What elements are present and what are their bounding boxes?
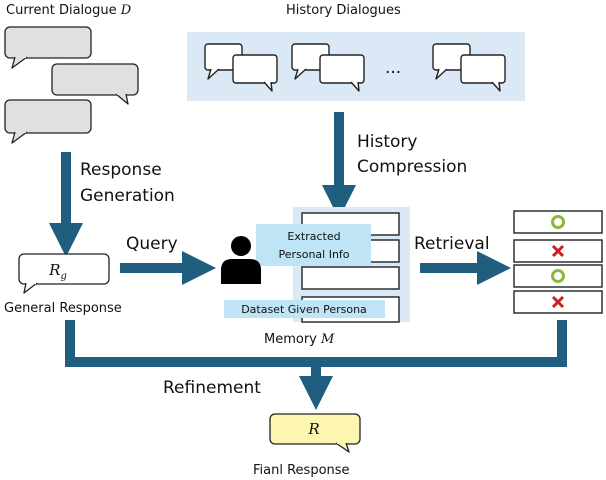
current-dialogue-bubble-1 [4, 26, 92, 69]
memory-slot-3 [301, 266, 400, 290]
retrieval-result-3 [513, 264, 603, 288]
response-generation-label-1: Response [80, 160, 162, 180]
history-dialogue-pair-3 [432, 43, 506, 92]
history-dialogue-pair-2 [291, 43, 365, 92]
cross-icon [551, 295, 565, 309]
retrieval-results-list [513, 210, 603, 314]
general-response-var: R [48, 261, 60, 279]
svg-text:Rg: Rg [48, 261, 67, 282]
retrieval-result-1 [513, 210, 603, 234]
current-dialogue-title: Current Dialogue D [6, 3, 132, 18]
current-dialogue-bubble-3 [4, 99, 92, 144]
dataset-persona-label: Dataset Given Persona [241, 303, 367, 316]
history-ellipsis: ... [385, 58, 401, 78]
extracted-info-label-2: Personal Info [278, 248, 349, 261]
history-dialogue-pair-1 [204, 43, 278, 92]
extracted-info-label-1: Extracted [287, 230, 340, 243]
check-circle-icon [551, 215, 565, 229]
response-generation-label-2: Generation [80, 186, 175, 206]
retrieval-label: Retrieval [414, 234, 490, 254]
cross-icon [551, 244, 565, 258]
check-circle-icon [551, 269, 565, 283]
person-icon [221, 236, 261, 284]
refinement-label: Refinement [163, 378, 261, 398]
final-response-var: R [307, 420, 319, 438]
general-response-caption: General Response [4, 301, 122, 316]
memory-caption: Memory M [264, 332, 335, 347]
general-response-sub: g [60, 271, 66, 282]
history-compression-label-2: Compression [357, 157, 467, 177]
current-dialogue-bubble-2 [51, 63, 139, 105]
final-response-caption: Fianl Response [253, 463, 350, 478]
query-label: Query [126, 234, 178, 254]
history-compression-label-1: History [357, 132, 417, 152]
history-dialogues-title: History Dialogues [286, 3, 401, 18]
final-response-bubble: R [269, 413, 361, 453]
general-response-bubble: Rg [18, 253, 110, 294]
extracted-info-highlight [256, 224, 371, 266]
dataset-persona-highlight [224, 300, 385, 318]
